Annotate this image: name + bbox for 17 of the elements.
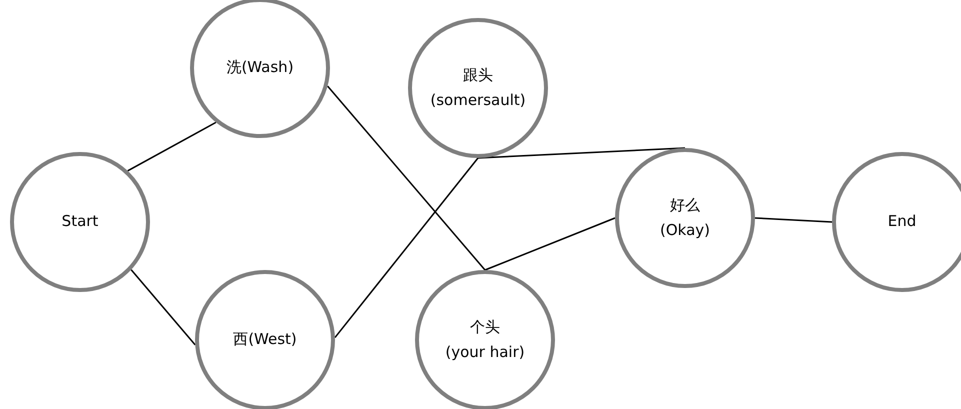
connector-line xyxy=(478,147,686,159)
connector-line xyxy=(754,217,832,223)
connector-line xyxy=(484,217,616,271)
node-label: 好么 xyxy=(670,194,700,216)
node-label: 跟头 xyxy=(463,64,493,86)
connector-line xyxy=(127,122,216,172)
node-label: 西(West) xyxy=(233,329,297,350)
node-label: 个头 xyxy=(470,316,500,338)
node-label: (Okay) xyxy=(660,220,710,241)
connector-line xyxy=(130,269,196,346)
node-label: (your hair) xyxy=(445,342,525,363)
connector-line xyxy=(334,158,479,338)
node-label: Start xyxy=(62,211,98,232)
node-label: End xyxy=(888,211,916,232)
node-label: 洗(Wash) xyxy=(226,57,294,78)
connector-line xyxy=(327,86,486,270)
node-label: (somersault) xyxy=(430,90,526,111)
